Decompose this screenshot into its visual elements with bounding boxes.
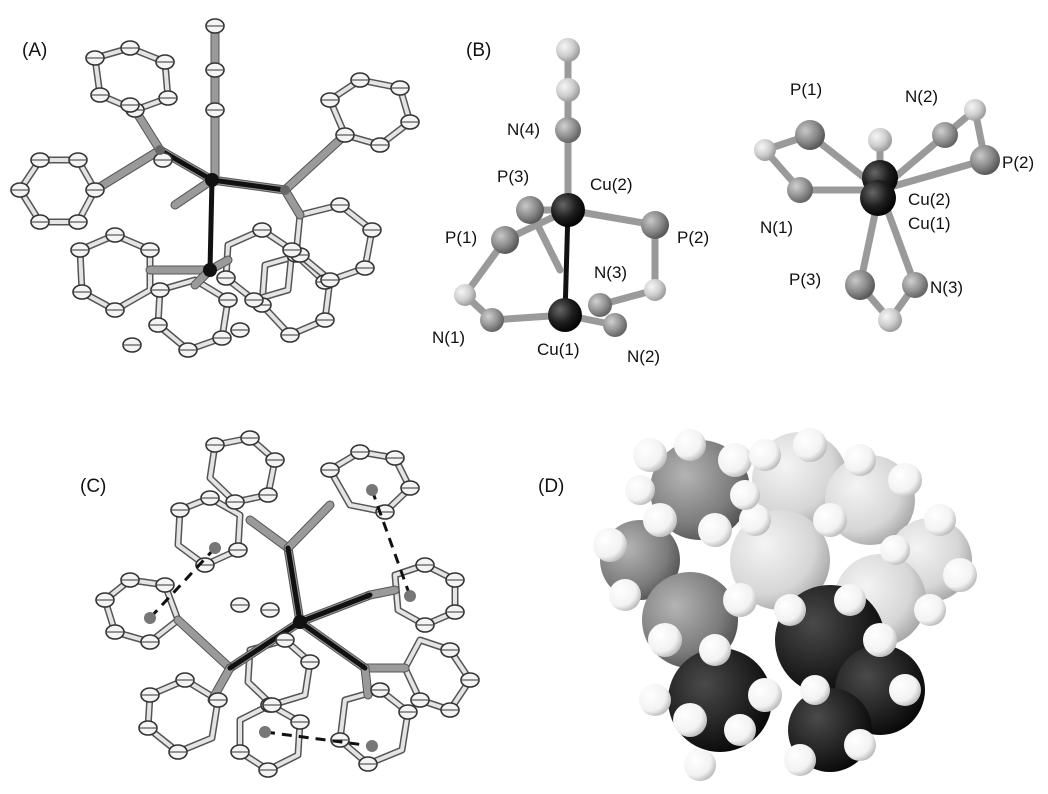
label-n4: N(4) xyxy=(507,120,540,139)
ball-stick-top-view: P(1) N(2) P(2) Cu(2) N(1) Cu(1) P(3) N(3… xyxy=(754,80,1034,332)
label-top-cu2: Cu(2) xyxy=(908,190,951,209)
label-n1: N(1) xyxy=(432,328,465,347)
label-top-p2: P(2) xyxy=(1002,153,1034,172)
panel-b-label: (B) xyxy=(466,40,491,61)
label-p2: P(2) xyxy=(677,228,709,247)
label-top-n1: N(1) xyxy=(760,218,793,237)
dashed-interaction-1 xyxy=(370,489,412,597)
label-top-n3: N(3) xyxy=(930,278,963,297)
label-top-p1: P(1) xyxy=(790,80,822,99)
panel-a: (A) xyxy=(10,18,420,358)
label-n3: N(3) xyxy=(594,263,627,282)
panel-d: (D) xyxy=(538,428,977,781)
ortep-structure-c xyxy=(95,430,480,778)
ortep-structure-a xyxy=(10,18,420,358)
label-top-cu1: Cu(1) xyxy=(908,214,951,233)
label-p3: P(3) xyxy=(497,167,529,186)
panel-b: (B) N(4) xyxy=(432,38,1034,366)
label-top-n2: N(2) xyxy=(905,87,938,106)
space-filling-model xyxy=(593,428,977,781)
ball-stick-side-view: N(4) P(3) Cu(2) P(1) P(2) N(3) N(1) Cu(1… xyxy=(432,38,709,366)
dashed-interaction-3 xyxy=(264,730,373,748)
label-p1: P(1) xyxy=(445,228,477,247)
label-cu1: Cu(1) xyxy=(537,340,580,359)
panel-c-label: (C) xyxy=(80,476,106,497)
panel-a-label: (A) xyxy=(22,40,47,61)
label-cu2: Cu(2) xyxy=(590,175,633,194)
panel-c: (C) xyxy=(80,430,480,778)
panel-d-label: (D) xyxy=(538,476,564,497)
label-top-p3: P(3) xyxy=(789,270,821,289)
label-n2: N(2) xyxy=(627,347,660,366)
